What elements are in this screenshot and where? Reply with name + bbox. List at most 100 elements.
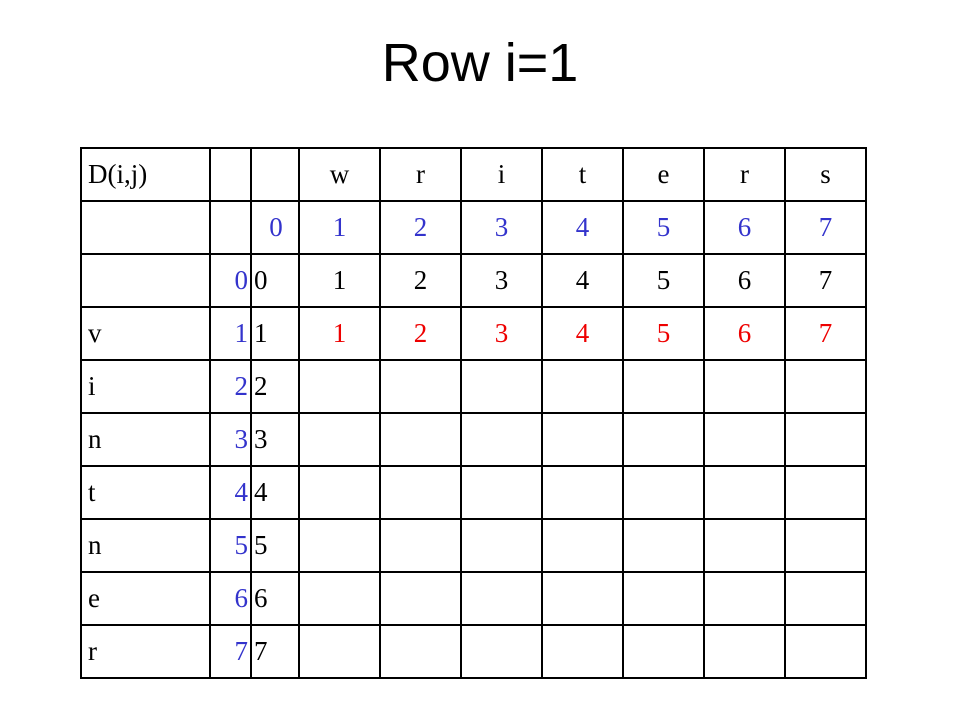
target-char: r [379,147,462,202]
dp-cell [622,624,705,679]
column-index: 1 [298,200,381,255]
dp-cell [703,412,786,467]
dp-cell [379,465,462,520]
dp-cell: 2 [379,253,462,308]
dp-cell [622,571,705,626]
dp-cell: 4 [541,253,624,308]
source-char: i [80,359,211,414]
source-char: t [80,465,211,520]
empty-cell [209,200,252,255]
column-index: 4 [541,200,624,255]
dp-cell [703,359,786,414]
base-value: 6 [250,571,300,626]
dp-cell [379,412,462,467]
empty-cell [250,147,300,202]
dp-cell [541,412,624,467]
dp-cell [379,359,462,414]
dp-cell [460,571,543,626]
target-char: e [622,147,705,202]
empty-cell [80,200,211,255]
dp-cell [784,359,867,414]
dp-cell [379,518,462,573]
dp-cell [541,571,624,626]
dp-cell [298,518,381,573]
dp-cell [622,359,705,414]
base-value: 4 [250,465,300,520]
row-index: 6 [209,571,252,626]
dp-cell [379,624,462,679]
base-value: 7 [250,624,300,679]
corner-label: D(i,j) [80,147,211,202]
source-char: n [80,412,211,467]
dp-cell [784,465,867,520]
dp-cell [460,359,543,414]
dp-cell: 6 [703,306,786,361]
source-char: n [80,518,211,573]
dp-cell: 3 [460,253,543,308]
dp-cell [379,571,462,626]
dp-cell [703,571,786,626]
dp-cell: 2 [379,306,462,361]
dp-cell [541,465,624,520]
column-index-row: 0 1 2 3 4 5 6 7 [80,200,867,255]
dp-cell [460,624,543,679]
source-char: r [80,624,211,679]
column-index: 5 [622,200,705,255]
dp-cell [703,465,786,520]
dp-cell [622,465,705,520]
dp-cell: 7 [784,306,867,361]
source-char: e [80,571,211,626]
dp-cell [541,624,624,679]
dp-cell [784,412,867,467]
dp-cell [460,412,543,467]
dp-cell [298,571,381,626]
base-value: 0 [250,253,300,308]
column-index: 3 [460,200,543,255]
base-value: 5 [250,518,300,573]
dp-cell [622,412,705,467]
dp-cell [703,624,786,679]
source-char: v [80,306,211,361]
dp-cell: 1 [298,253,381,308]
row-index: 1 [209,306,252,361]
dp-cell [541,359,624,414]
source-char [80,253,211,308]
row-index: 7 [209,624,252,679]
dp-cell: 4 [541,306,624,361]
dp-cell [541,518,624,573]
dp-cell [298,465,381,520]
target-char: t [541,147,624,202]
row-index: 4 [209,465,252,520]
dp-cell [460,518,543,573]
column-index: 0 [250,200,300,255]
base-value: 2 [250,359,300,414]
dp-cell [784,624,867,679]
base-value: 1 [250,306,300,361]
dp-cell: 3 [460,306,543,361]
dp-cell: 1 [298,306,381,361]
dp-cell [298,359,381,414]
base-value: 3 [250,412,300,467]
dp-cell: 6 [703,253,786,308]
dp-cell [298,412,381,467]
dp-cell: 7 [784,253,867,308]
column-index: 7 [784,200,867,255]
dp-cell: 5 [622,253,705,308]
dp-cell: 5 [622,306,705,361]
dp-cell [298,624,381,679]
dp-cell [784,571,867,626]
target-char: s [784,147,867,202]
empty-cell [209,147,252,202]
target-char: r [703,147,786,202]
slide-title: Row i=1 [381,33,579,93]
row-index: 3 [209,412,252,467]
